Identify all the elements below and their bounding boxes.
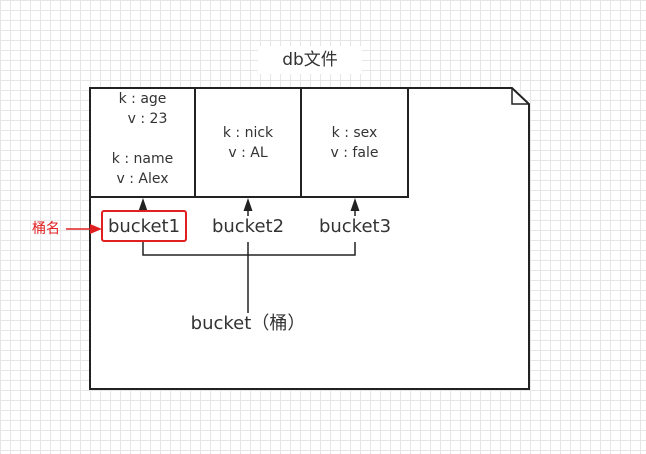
cell-1-line-3 (90, 129, 195, 149)
arrow-head-1 (138, 198, 148, 211)
kv-cell-2-text: k : nick v : AL (195, 123, 301, 163)
kv-cell-1-text: k : age v : 23 k : name v : Alex (90, 89, 195, 189)
diagram-title: db文件 (258, 46, 362, 74)
red-pointer-head (90, 224, 102, 234)
cell-2-line-2: v : AL (228, 145, 268, 161)
cell-3-line-2: v : fale (330, 145, 379, 161)
cell-1-line-5: v : Alex (116, 171, 169, 187)
bucket-caption: bucket（桶） (190, 313, 306, 334)
cell-1-line-2: v : 23 (127, 111, 168, 127)
cell-1-line-4: k : name (111, 151, 174, 167)
kv-cell-3-text: k : sex v : fale (301, 123, 408, 163)
bucket-label-1: bucket1 (107, 216, 181, 237)
bucket-bracket (142, 242, 356, 256)
kv-cell-2 (194, 87, 302, 198)
kv-cell-3 (300, 87, 409, 198)
file-corner-fold (511, 88, 529, 105)
cell-2-line-1: k : nick (222, 125, 274, 141)
cell-1-line-1: k : age (118, 91, 167, 107)
arrow-head-3 (350, 198, 360, 211)
cell-3-line-1: k : sex (331, 125, 378, 141)
bucket-label-3: bucket3 (318, 216, 392, 237)
kv-cell-1 (89, 87, 196, 198)
arrow-head-2 (243, 198, 253, 211)
bucket-name-annotation: 桶名 (32, 221, 60, 237)
bucket-label-2: bucket2 (211, 216, 285, 237)
bucket1-highlight-box (101, 210, 187, 242)
